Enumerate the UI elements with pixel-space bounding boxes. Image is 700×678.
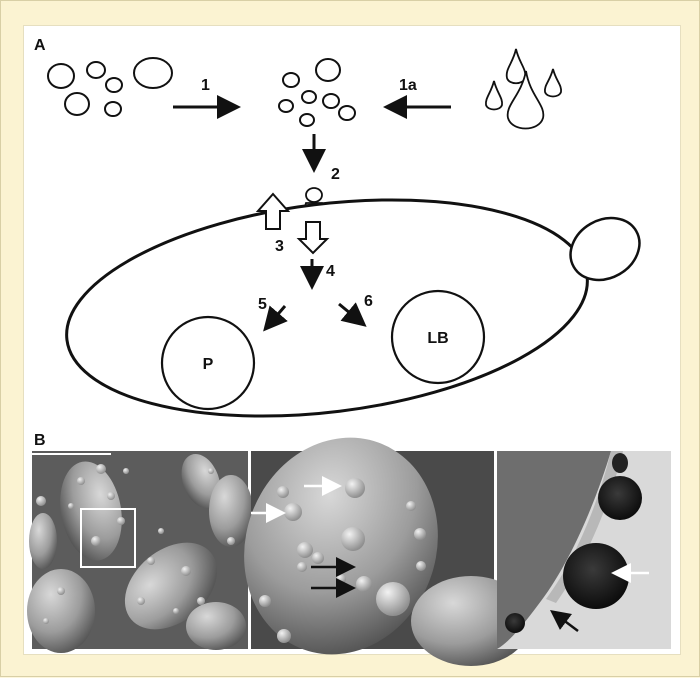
arrow-step-5 bbox=[263, 305, 288, 332]
step-5-label: 5 bbox=[258, 296, 267, 313]
hollow-arrow-up bbox=[255, 192, 291, 230]
liquid-drop-icon bbox=[506, 70, 545, 130]
compartment-p bbox=[160, 315, 256, 411]
droplet bbox=[47, 63, 75, 89]
arrow-step-6 bbox=[338, 302, 367, 327]
droplet bbox=[322, 93, 340, 109]
micrograph-sem-enlarged bbox=[244, 437, 531, 666]
step-1a-label: 1a bbox=[399, 77, 417, 94]
step-4-label: 4 bbox=[326, 263, 335, 280]
liquid-drop-icon bbox=[544, 68, 562, 98]
yeast-bud-outline bbox=[569, 216, 641, 282]
panel-b-label: B bbox=[34, 432, 46, 449]
source-droplets-group bbox=[47, 57, 173, 117]
liquid-drops-group bbox=[485, 48, 562, 130]
step-3-label: 3 bbox=[275, 238, 284, 255]
micrograph-sem-overview bbox=[27, 451, 253, 653]
inset-box bbox=[80, 508, 136, 568]
liquid-drop-icon bbox=[485, 80, 503, 111]
step-6-label: 6 bbox=[364, 293, 373, 310]
compartment-lb bbox=[390, 289, 486, 385]
micrograph-tem bbox=[497, 451, 671, 649]
yeast-cell-outline bbox=[65, 198, 589, 418]
droplet bbox=[301, 90, 317, 104]
droplet bbox=[278, 99, 294, 113]
compartment-p-label: P bbox=[203, 356, 214, 373]
step-2-label: 2 bbox=[331, 166, 340, 183]
liquid-drop-icon bbox=[505, 48, 527, 85]
droplet bbox=[64, 92, 90, 116]
center-droplets-group bbox=[278, 58, 356, 127]
step-1-label: 1 bbox=[201, 77, 210, 94]
droplet bbox=[86, 61, 106, 79]
droplet bbox=[105, 77, 123, 93]
droplet bbox=[338, 105, 356, 121]
droplet bbox=[282, 72, 300, 88]
compartment-lb-label: LB bbox=[427, 330, 448, 347]
black-arrow-icon bbox=[550, 610, 579, 632]
panel-a-label: A bbox=[34, 37, 46, 54]
hollow-arrow-down bbox=[296, 221, 330, 255]
droplet bbox=[133, 57, 173, 89]
droplet bbox=[299, 113, 315, 127]
droplet bbox=[104, 101, 122, 117]
droplet bbox=[315, 58, 341, 82]
